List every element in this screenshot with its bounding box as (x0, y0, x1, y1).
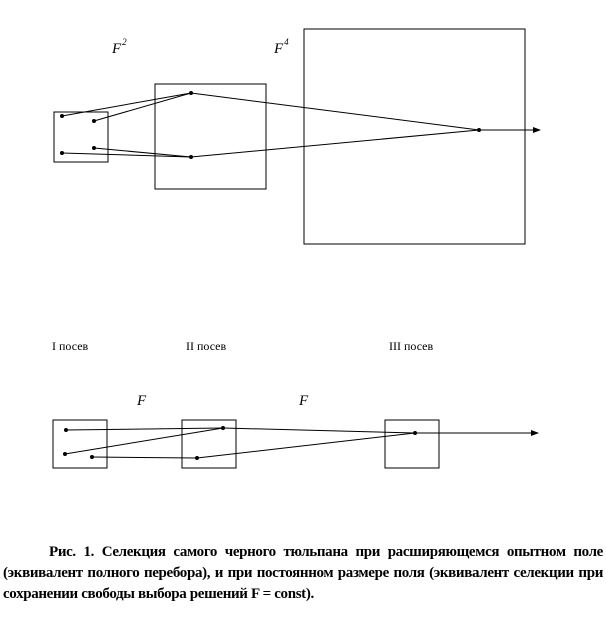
top-points (60, 91, 481, 159)
selection-line (65, 427, 224, 431)
selection-line (190, 92, 480, 131)
field-box-a (52, 419, 108, 469)
sample-point (92, 146, 96, 150)
field-box-2 (154, 83, 267, 190)
sample-point (64, 428, 68, 432)
field-box-1 (53, 111, 109, 163)
figure-caption: Рис. 1. Селекция самого черного тюльпана… (3, 542, 603, 605)
bottom-points (63, 426, 417, 460)
field-size-label-1: F2 (111, 37, 127, 57)
field-box-c (384, 419, 440, 469)
sample-point (60, 114, 64, 118)
sample-point (63, 452, 67, 456)
selection-line (196, 432, 416, 459)
sample-point (92, 119, 96, 123)
sample-point (195, 456, 199, 460)
constant-field-label-2: F (298, 393, 309, 409)
field-size-label-2: F4 (273, 37, 289, 57)
field-box-b (181, 419, 237, 469)
selection-line (64, 427, 224, 455)
sample-point (413, 431, 417, 435)
sample-point (477, 128, 481, 132)
caption-text: Селекция самого черного тюльпана при рас… (3, 544, 603, 602)
selection-line (93, 92, 192, 122)
selection-line (61, 152, 192, 158)
selection-line (222, 427, 416, 434)
selection-line (190, 129, 480, 158)
selection-line (61, 92, 192, 117)
constant-field-label-1: F (136, 393, 147, 409)
stage-label-3: III посев (389, 339, 434, 353)
stage-label-2: II посев (186, 339, 227, 353)
sample-point (221, 426, 225, 430)
sample-point (90, 455, 94, 459)
sample-point (60, 151, 64, 155)
sample-point (189, 155, 193, 159)
selection-line (93, 147, 192, 158)
selection-line (91, 456, 198, 459)
stage-label-1: I посев (52, 339, 89, 353)
expanding-field-diagram (53, 28, 541, 245)
caption-lead: Рис. 1. (49, 544, 102, 560)
sample-point (189, 91, 193, 95)
constant-field-diagram (52, 419, 539, 469)
field-box-3 (303, 28, 526, 245)
